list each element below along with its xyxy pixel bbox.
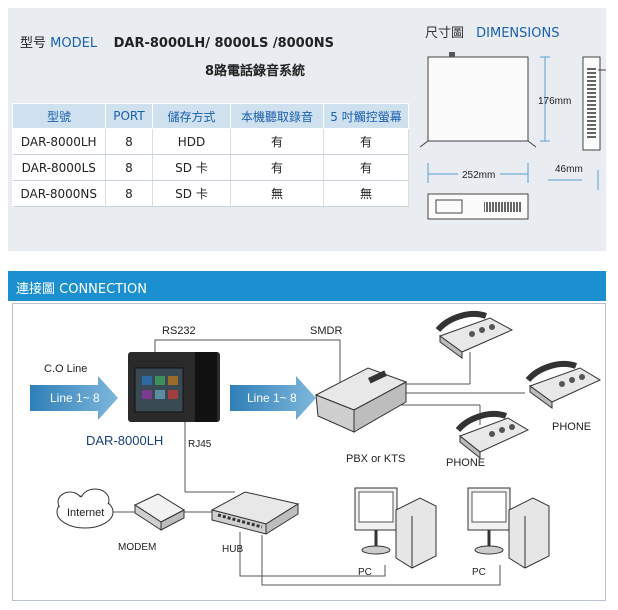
rj45-label: RJ45 <box>188 439 212 450</box>
cell-port: 8 <box>105 154 153 181</box>
phone2-label: PHONE <box>446 457 485 469</box>
pc1-label: PC <box>358 567 372 578</box>
col-playback: 本機聽取錄音 <box>230 103 324 129</box>
depth-dim-label: 46mm <box>555 164 583 175</box>
cell-playback: 無 <box>230 180 324 207</box>
screen-icon <box>155 390 165 399</box>
pbx-vent <box>368 370 387 384</box>
model-prefix: 型号 <box>20 36 47 51</box>
pbx-device <box>314 367 408 433</box>
cell-storage: HDD <box>152 128 231 155</box>
col-model: 型號 <box>12 103 106 129</box>
unit-side-view <box>427 56 529 142</box>
phone-icon <box>525 360 602 409</box>
product-subtitle: 8路電話錄音系統 <box>205 64 306 79</box>
device-side <box>195 352 217 422</box>
pc-icon <box>467 487 550 569</box>
line-right-label: Line 1~ 8 <box>247 391 297 405</box>
screen-icon <box>168 390 178 399</box>
pc2-label: PC <box>472 567 486 578</box>
spec-table-header: 型號 PORT 儲存方式 本機聽取錄音 5 吋觸控螢幕 <box>12 103 409 129</box>
dimensions-title: 尺寸圖 DIMENSIONS <box>425 22 559 41</box>
rs232-label: RS232 <box>162 325 196 337</box>
spec-table: 型號 PORT 儲存方式 本機聽取錄音 5 吋觸控螢幕 DAR-8000LH 8… <box>12 103 409 207</box>
unit-foot-right <box>527 140 537 148</box>
table-row: DAR-8000LS 8 SD 卡 有 有 <box>12 154 409 181</box>
cell-model: DAR-8000LH <box>12 128 106 155</box>
cell-port: 8 <box>105 180 153 207</box>
line-left-label: Line 1~ 8 <box>50 391 100 405</box>
height-dim-label: 176mm <box>538 96 571 107</box>
device-label: DAR-8000LH <box>86 433 163 448</box>
cell-touchscreen: 有 <box>323 128 409 155</box>
phone-icon <box>435 310 514 359</box>
rs232-smdr-line <box>154 339 341 390</box>
screen-icon <box>168 376 178 385</box>
connection-title: 連接圖 CONNECTION <box>16 282 147 297</box>
line-in-arrow <box>30 376 118 420</box>
cell-model: DAR-8000LS <box>12 154 106 181</box>
table-row: DAR-8000NS 8 SD 卡 無 無 <box>12 180 409 207</box>
cell-touchscreen: 無 <box>323 180 409 207</box>
connection-header-bar: 連接圖 CONNECTION <box>8 271 606 301</box>
model-word: MODEL <box>50 36 98 51</box>
modem-icon <box>133 493 186 531</box>
co-line-label: C.O Line <box>44 363 87 375</box>
model-names: DAR-8000LH/ 8000LS /8000NS <box>113 36 335 51</box>
phone-icon <box>455 410 530 460</box>
front-vent <box>587 66 596 140</box>
unit-foot-left <box>419 140 429 148</box>
hub-pc2-line <box>261 535 501 586</box>
col-touchscreen: 5 吋觸控螢幕 <box>323 103 409 129</box>
col-storage: 儲存方式 <box>152 103 231 129</box>
pbx-label: PBX or KTS <box>346 453 405 465</box>
cell-touchscreen: 有 <box>323 154 409 181</box>
cell-storage: SD 卡 <box>152 180 231 207</box>
internet-cloud-icon <box>56 488 114 529</box>
hub-label: HUB <box>222 544 243 555</box>
phone1-label: PHONE <box>552 421 591 433</box>
dimensions-drawing: 176mm 252mm 46mm <box>419 52 606 220</box>
dimensions-title-cn: 尺寸圖 <box>425 26 465 41</box>
line-out-arrow <box>230 376 316 420</box>
unit-top-tab <box>449 52 455 57</box>
model-line: 型号 MODEL DAR-8000LH/ 8000LS /8000NS <box>20 32 334 51</box>
cell-port: 8 <box>105 128 153 155</box>
table-row: DAR-8000LH 8 HDD 有 有 <box>12 128 409 155</box>
screen-icon <box>142 376 152 385</box>
cell-storage: SD 卡 <box>152 154 231 181</box>
cell-playback: 有 <box>230 128 324 155</box>
hub-icon <box>210 491 300 535</box>
dimensions-title-en: DIMENSIONS <box>476 26 560 41</box>
modem-label: MODEM <box>118 542 156 553</box>
cell-model: DAR-8000NS <box>12 180 106 207</box>
smdr-label: SMDR <box>310 325 342 337</box>
bottom-screen <box>435 199 463 214</box>
pc-icon <box>354 487 437 569</box>
screen-icon <box>155 376 165 385</box>
bottom-vent <box>484 202 522 212</box>
internet-label: Internet <box>67 507 104 519</box>
cell-playback: 有 <box>230 154 324 181</box>
dar-device <box>128 352 220 422</box>
width-dim-label: 252mm <box>462 170 495 181</box>
hub-pc1-line <box>239 532 386 577</box>
pbx-side <box>353 381 407 433</box>
col-port: PORT <box>105 103 153 129</box>
screen-icon <box>142 390 152 399</box>
connection-panel <box>12 303 606 601</box>
